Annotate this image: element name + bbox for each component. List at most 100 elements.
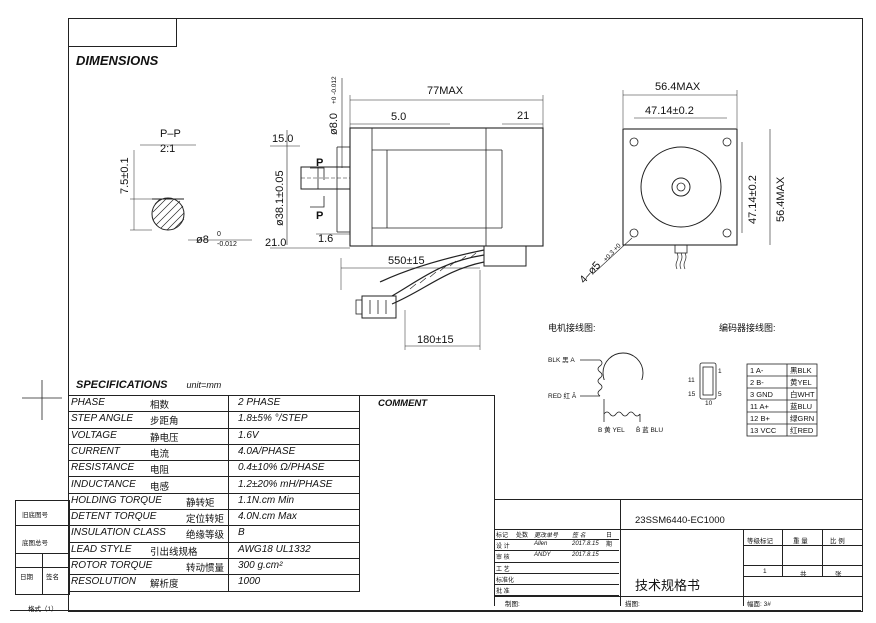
doc-title: 技术规格书 (635, 578, 701, 593)
wire-red: RED 红 Ā (548, 391, 577, 400)
spec-name: STEP ANGLE (71, 413, 134, 425)
spec-name-cn: 解析度 (150, 579, 179, 591)
motor-face-front (622, 128, 738, 246)
dim-47-14: 47.14±0.2 (645, 105, 694, 117)
title-block: 23SSM6440-EC1000 技术规格书 等级标记 重 量 比 例 1 共 … (494, 499, 862, 608)
approval-row: 工 艺 (494, 562, 619, 574)
spec-name: INDUCTANCE (71, 478, 136, 490)
drawn-by: 制图: (505, 601, 520, 608)
motor-wiring-circle (602, 352, 644, 380)
sign-label: 签名 (46, 574, 59, 581)
svg-text:黑BLK: 黑BLK (790, 366, 812, 375)
wire-blk: BLK 黑 A (548, 356, 575, 364)
spec-row: RESOLUTION 解析度 1000 (68, 574, 360, 592)
dimension-drawing: P–P 2:1 77MAX 5.0 21 15.0 21.0 1.6 550±1… (119, 76, 787, 380)
spec-name-cn: 静电压 (150, 432, 179, 444)
spec-value: AWG18 UL1332 (238, 543, 311, 555)
spec-name: VOLTAGE (71, 429, 117, 441)
svg-text:1 A-: 1 A- (750, 366, 764, 375)
left-margin-boxes: 旧底图号 底图总号 日期 签名 (15, 500, 70, 595)
encoder-wiring-title: 编码器接线图: (719, 322, 776, 333)
p-label-bottom: P (316, 210, 323, 222)
spec-name-cn: 电感 (150, 481, 170, 493)
svg-text:13 VCC: 13 VCC (750, 426, 777, 435)
svg-text:绿GRN: 绿GRN (790, 414, 814, 423)
comment-header: COMMENT (378, 398, 428, 409)
approval-row: 批 准 (494, 584, 619, 597)
spec-name: ROTOR TORQUE (71, 560, 153, 571)
spec-name: LEAD STYLE (71, 543, 132, 555)
svg-text:2 B-: 2 B- (750, 378, 764, 387)
dim-77max: 77MAX (427, 85, 464, 97)
dimensions-title: DIMENSIONS (76, 53, 159, 68)
dim-21-top: 21 (517, 110, 529, 122)
dim-47-14-v: 47.14±0.2 (747, 175, 759, 224)
db-pin-15: 15 (688, 391, 696, 398)
spec-value: B (238, 527, 245, 539)
corner-tab (68, 18, 177, 47)
spec-table: COMMENT (68, 395, 495, 592)
unit-label: unit=mm (186, 380, 222, 390)
p-label-top: P (316, 157, 323, 169)
format-label: 格式（1） (28, 606, 58, 613)
dim-phi8-top: ø8.0 (328, 113, 340, 135)
approval-row: 标记处数更改单号签 名日 期 (494, 528, 619, 548)
spec-name: CURRENT (71, 445, 120, 457)
spec-name-cn: 电阻 (150, 465, 170, 477)
pp-label: P–P (160, 128, 181, 140)
spec-value: 0.4±10% Ω/PHASE (238, 462, 325, 474)
spec-value: 1.1N.cm Min (238, 494, 295, 506)
spec-name: DETENT TORQUE (71, 511, 157, 523)
holes-label: 4–ø5 (577, 260, 603, 287)
svg-text:蓝BLU: 蓝BLU (790, 401, 812, 411)
outer-border-line (10, 610, 861, 611)
drawing-frame (68, 18, 863, 612)
spec-name-cn: 相数 (150, 400, 170, 411)
wiring-diagrams: BLK 黑 A RED 红 Ā B 黄 YEL B̄ 蓝 BLU 11 1 15… (548, 356, 818, 437)
spec-name-cn: 定位转矩 (186, 514, 225, 526)
holes-tol: +0.3 +0 (602, 242, 622, 263)
ratio-label: 2:1 (160, 143, 175, 155)
spec-name-cn: 步距角 (150, 416, 179, 428)
traced-by: 描图: (625, 601, 640, 608)
size-label: 幅面: 3# (747, 601, 771, 608)
spec-value: 1.2±20% mH/PHASE (238, 478, 333, 490)
dim-phi8-small: ø8 (196, 234, 209, 246)
spec-value: 300 g.cm² (238, 560, 283, 571)
spec-row: INDUCTANCE 电感 1.2±20% mH/PHASE (68, 477, 360, 494)
specifications-title: SPECIFICATIONS unit=mm (76, 379, 222, 391)
spec-name: INSULATION CLASS (71, 527, 166, 539)
stage-label: 等级标记 (747, 538, 773, 545)
dim-56-4max: 56.4MAX (655, 81, 701, 93)
db15-connector (699, 362, 717, 400)
wire-blu: B̄ 蓝 BLU (636, 425, 663, 434)
shaft-section-circle (151, 197, 185, 231)
spec-name: RESOLUTION (71, 576, 137, 588)
old-drawing-no: 旧底图号 (22, 512, 48, 519)
spec-value: 1000 (238, 576, 261, 588)
dim-180: 180±15 (417, 334, 454, 346)
spec-name-cn: 电流 (150, 448, 170, 460)
encoder-rows: 1 A- 黑BLK 2 B- 黄YEL 3 GND 白WHT 11 A+ 蓝BL… (750, 366, 815, 435)
svg-text:12 B+: 12 B+ (750, 414, 770, 423)
motor-wiring-title: 电机接线图: (548, 322, 596, 333)
db-pin-10: 10 (705, 400, 713, 407)
dim-phi38: ø38.1±0.05 (274, 170, 286, 226)
spec-name-cn: 绝缘等级 (186, 530, 225, 542)
dim-1-6: 1.6 (318, 233, 333, 245)
dim-5-0: 5.0 (391, 111, 406, 123)
date-label: 日期 (20, 574, 33, 581)
weight-label: 重 量 (793, 538, 808, 545)
svg-text:3 GND: 3 GND (750, 390, 774, 399)
approval-row: 标准化 (494, 573, 619, 585)
sheet-no: 1 (763, 568, 767, 575)
spec-value: 1.6V (238, 429, 259, 441)
spec-name-cn: 静转矩 (186, 497, 215, 509)
db-pin-5: 5 (718, 391, 722, 398)
